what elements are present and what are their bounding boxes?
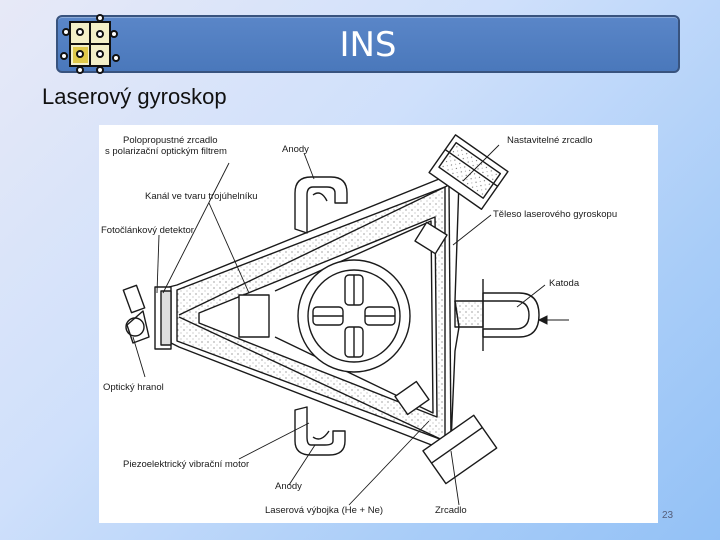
label-semi-transparent-mirror-2: s polarizační optickým filtrem [105, 146, 227, 157]
label-gyro-body: Těleso laserového gyroskopu [493, 209, 618, 220]
cathode [482, 292, 540, 338]
anode-top [294, 176, 348, 234]
dither-wheel-outer [297, 259, 411, 373]
label-triangular-channel: Kanál ve tvaru trojúhelníku [145, 191, 258, 202]
label-photodetector: Fotočlánkový detektor [101, 225, 194, 236]
anode-bottom [294, 406, 346, 456]
gyroscope-drawing [122, 134, 569, 506]
label-optical-prism: Optický hranol [103, 382, 164, 393]
label-anodes-bottom: Anody [275, 481, 302, 492]
slide-subtitle: Laserový gyroskop [42, 84, 227, 109]
label-semi-transparent-mirror: Polopropustné zrcadlo [123, 135, 218, 146]
label-adjustable-mirror: Nastavitelné zrcadlo [507, 135, 593, 146]
adjustable-mirror [428, 134, 509, 210]
label-cathode: Katoda [549, 278, 580, 289]
title-banner: INS [56, 15, 680, 73]
label-mirror: Zrcadlo [435, 505, 467, 516]
dither-wheel-inner [307, 269, 401, 363]
gyroscope-diagram: Polopropustné zrcadlo s polarizační opti… [99, 125, 658, 523]
label-piezo-motor: Piezoelektrický vibrační motor [123, 459, 250, 470]
bottom-mirror [422, 414, 498, 485]
slide-title: INS [339, 25, 397, 65]
optical-prism [126, 310, 150, 344]
label-laser-discharge: Laserová výbojka (He + Ne) [265, 505, 384, 516]
puzzle-logo-icon [60, 14, 120, 74]
label-anodes-top: Anody [282, 144, 309, 155]
page-number: 23 [662, 510, 674, 521]
